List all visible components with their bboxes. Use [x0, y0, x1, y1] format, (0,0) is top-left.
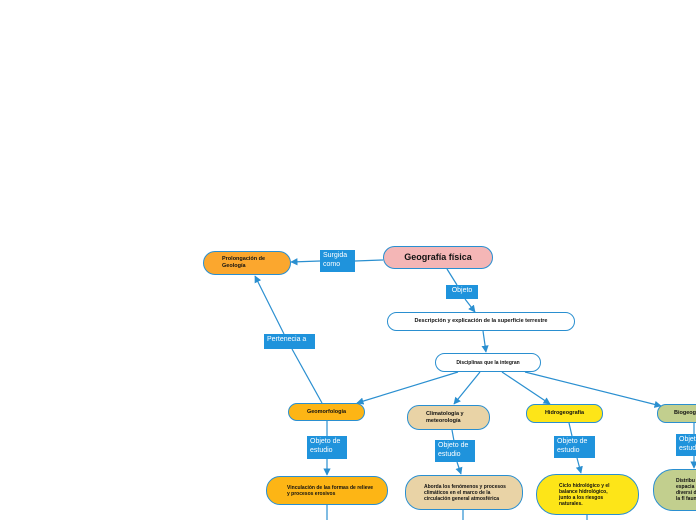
node-geomorfologia-label: Geomorfología — [306, 408, 347, 415]
node-root[interactable]: Geografía física — [383, 246, 493, 269]
node-descripcion-label: Descripción y explicación de la superfic… — [414, 318, 548, 325]
tag-objeto-estudio-geomorfologia-label: Objeto de estudio — [310, 438, 341, 454]
node-aborda-label: Aborda los fenómenos y procesos climátic… — [424, 483, 506, 502]
node-vinculacion[interactable]: Vinculación de las formas de relieve y p… — [266, 476, 388, 505]
node-prolongacion[interactable]: Prolongación de Geología — [203, 251, 291, 275]
link-descripcion-disciplinas — [481, 330, 489, 353]
tag-pertenencia[interactable]: Pertenecia a — [264, 334, 315, 349]
node-prolongacion-label: Prolongación de Geología — [222, 256, 266, 269]
link-disciplinas-biogeografia — [524, 371, 662, 408]
tag-objeto-estudio-biogeografia-label: Objet estud — [679, 436, 696, 452]
link-root-objeto — [446, 268, 458, 286]
node-ciclo[interactable]: Ciclo hidrológico y el balance hidrológi… — [536, 474, 639, 515]
node-root-label: Geografía física — [404, 252, 472, 263]
node-descripcion[interactable]: Descripción y explicación de la superfic… — [387, 312, 575, 331]
link-tag3-ciclo — [575, 457, 583, 474]
tag-pertenencia-label: Pertenecia a — [267, 336, 307, 343]
node-vinculacion-label: Vinculación de las formas de relieve y p… — [287, 484, 374, 497]
link-objeto-descripcion — [464, 298, 476, 313]
link-climatologia-tag2 — [451, 429, 455, 442]
link-hidrogeografia-tag3 — [568, 422, 573, 437]
node-disciplinas-label: Disciplinas que la integran — [456, 359, 520, 366]
tag-objeto-estudio-geomorfologia[interactable]: Objeto de estudio — [307, 436, 347, 459]
node-ciclo-label: Ciclo hidrológico y el balance hidrológi… — [559, 482, 610, 507]
node-aborda[interactable]: Aborda los fenómenos y procesos climátic… — [405, 475, 523, 510]
link-pertenencia-prolongacion — [254, 275, 285, 335]
tag-objeto-label: Objeto — [451, 287, 473, 294]
tag-surgida-como[interactable]: Surgida como — [320, 250, 355, 272]
node-disciplinas[interactable]: Disciplinas que la integran — [435, 353, 541, 372]
node-biogeografia[interactable]: Biogeog — [657, 404, 696, 423]
link-tag2-aborda — [455, 461, 463, 475]
link-surgida-prolongacion — [290, 258, 321, 266]
node-geomorfologia[interactable]: Geomorfología — [288, 403, 365, 421]
node-distribucion[interactable]: Distribu espacia diversi de la fl fauna — [653, 469, 696, 511]
tag-surgida-como-label: Surgida como — [323, 252, 348, 268]
node-hidrogeografia[interactable]: Hidrogeografía — [526, 404, 603, 423]
node-biogeografia-label: Biogeog — [674, 410, 696, 417]
node-climatologia[interactable]: Climatología y meteorología — [407, 405, 490, 430]
tag-objeto-estudio-climatologia-label: Objeto de estudio — [438, 442, 469, 458]
tag-objeto[interactable]: Objeto — [446, 285, 478, 299]
link-disciplinas-climatologia — [453, 371, 481, 405]
tag-objeto-estudio-biogeografia[interactable]: Objet estud — [676, 434, 696, 456]
link-disciplinas-geomorfologia — [356, 371, 459, 405]
node-climatologia-label: Climatología y meteorología — [426, 410, 464, 424]
tag-objeto-estudio-hidrogeografia[interactable]: Objeto de estudio — [554, 436, 595, 458]
node-distribucion-label: Distribu espacia diversi de la fl fauna — [676, 478, 696, 502]
tag-objeto-estudio-hidrogeografia-label: Objeto de estudio — [557, 438, 588, 454]
link-root-surgida — [354, 259, 384, 262]
node-hidrogeografia-label: Hidrogeografía — [544, 410, 585, 417]
link-disciplinas-hidrogeografia — [501, 371, 551, 405]
link-geomorfologia-pertenencia — [291, 348, 323, 404]
tag-objeto-estudio-climatologia[interactable]: Objeto de estudio — [435, 440, 475, 462]
